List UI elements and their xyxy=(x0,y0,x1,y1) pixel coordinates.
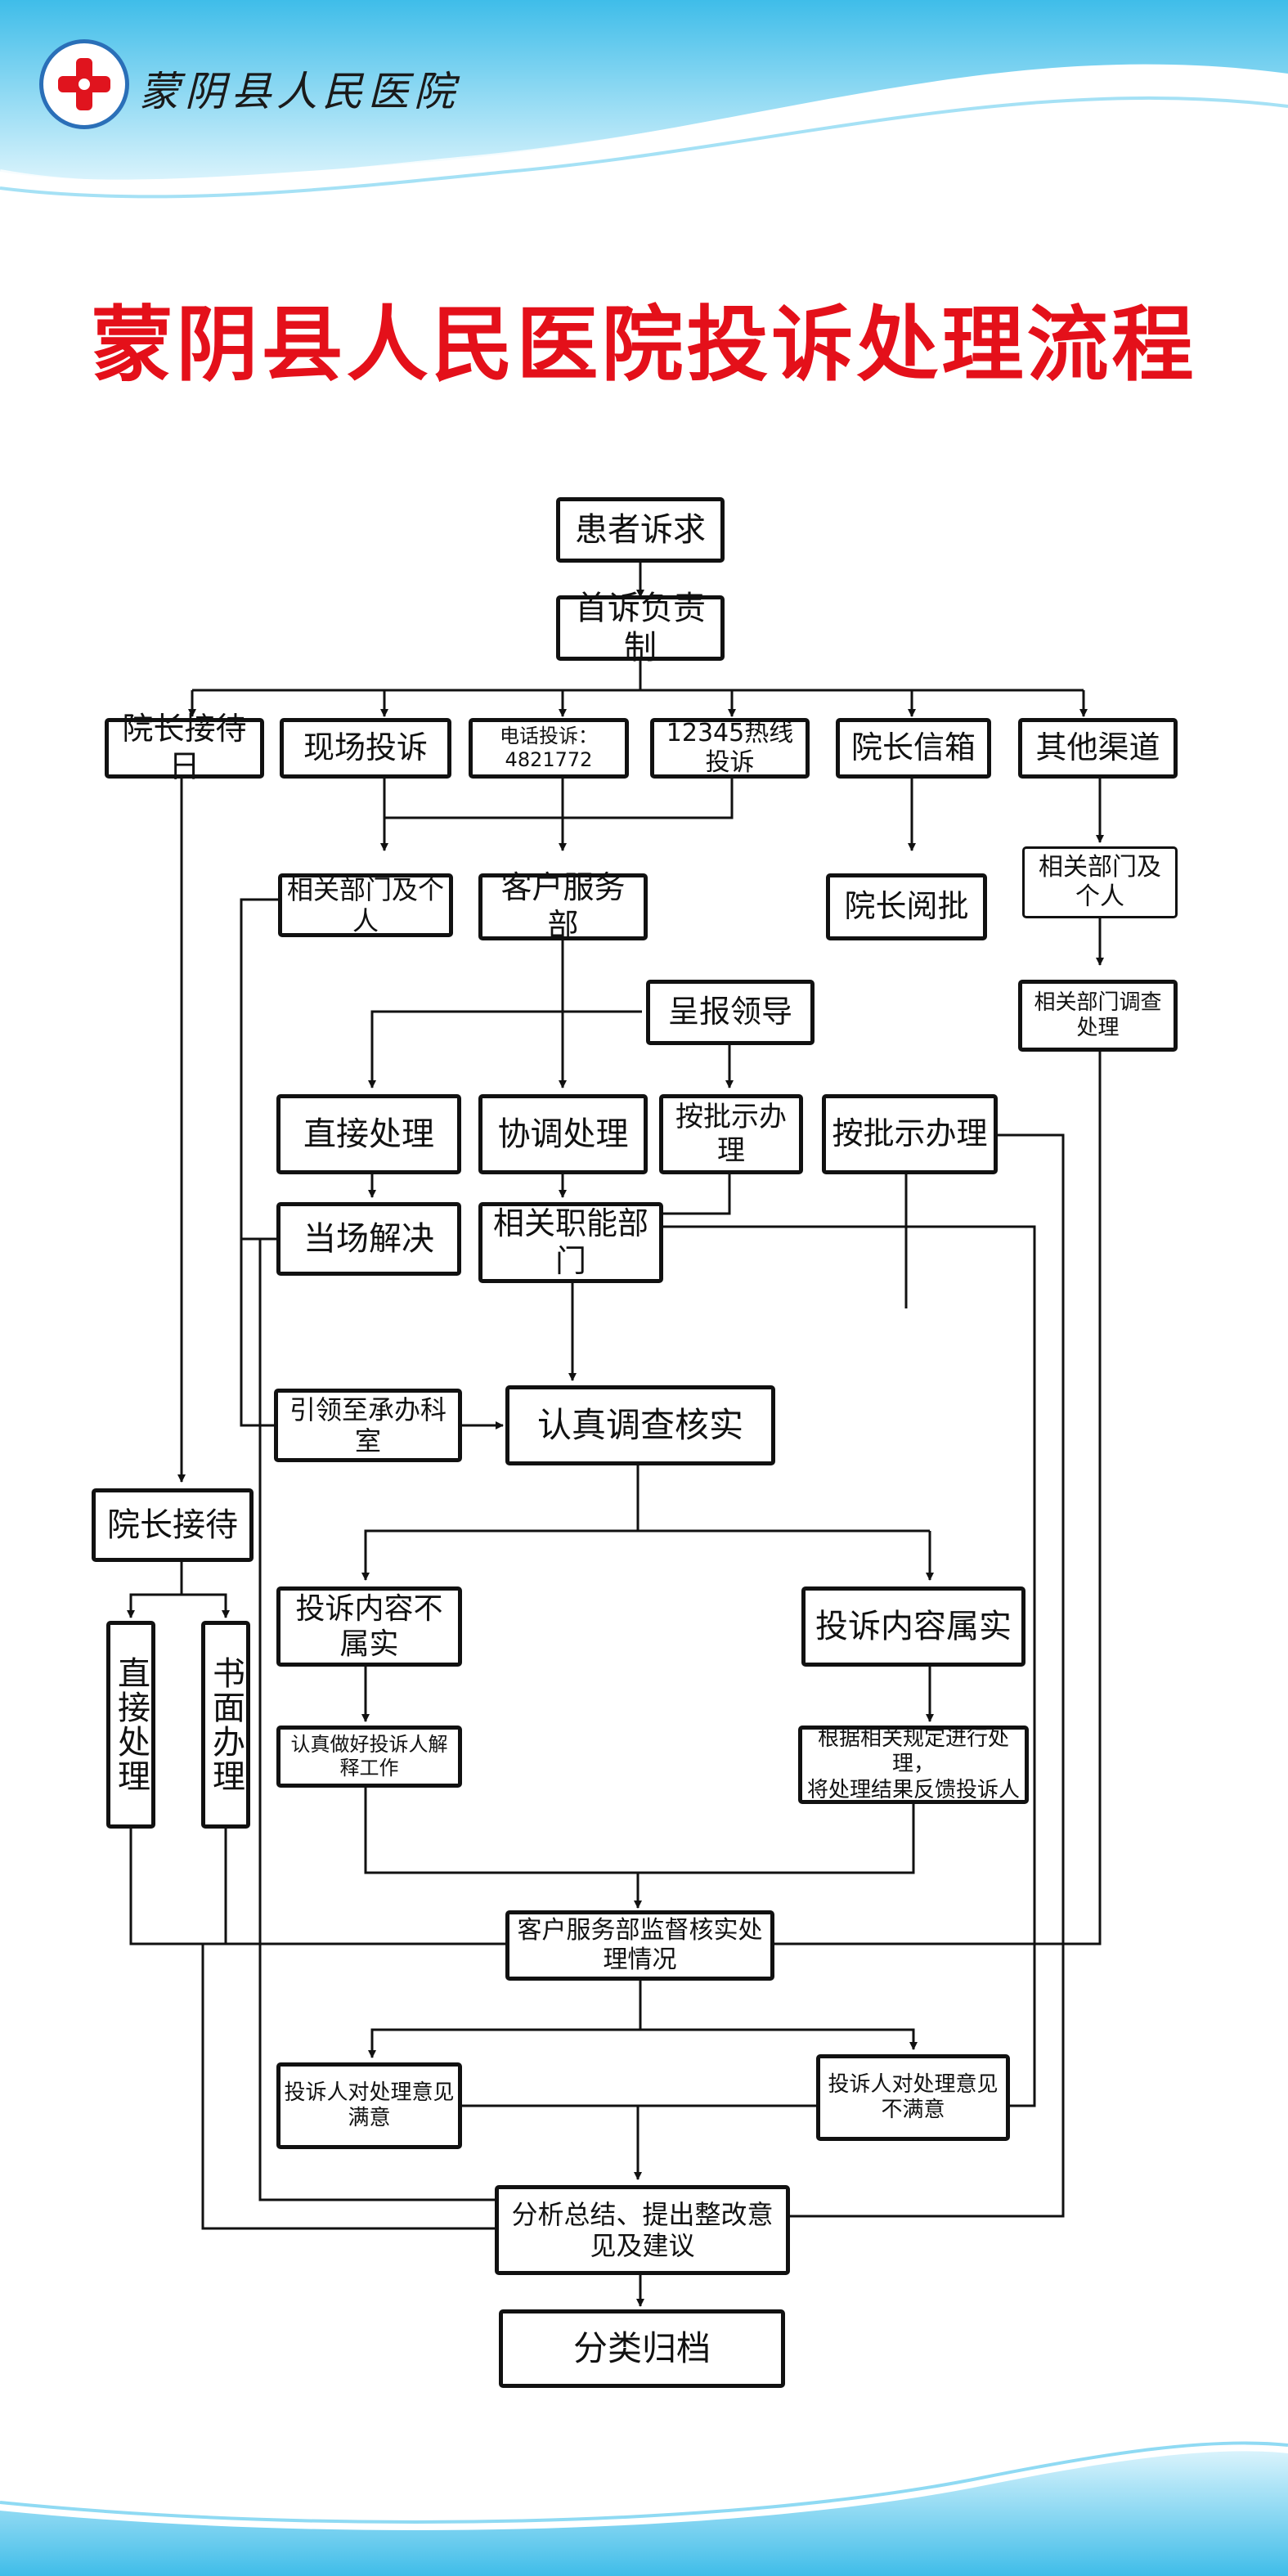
node-functional-dept: 相关职能部门 xyxy=(478,1202,663,1283)
header-wave-background xyxy=(0,0,1288,199)
hospital-logo xyxy=(39,39,129,129)
node-not-true: 投诉内容不属实 xyxy=(276,1586,462,1667)
node-customer-service: 客户服务部 xyxy=(478,869,648,943)
node-first-responsibility: 首诉负责制 xyxy=(556,590,725,666)
node-per-instruction-b: 按批示办理 xyxy=(822,1094,998,1174)
page-title: 蒙阴县人民医院投诉处理流程 xyxy=(91,297,1197,393)
node-phone-complaint: 电话投诉：4821772 xyxy=(469,718,629,779)
node-dissatisfied: 投诉人对处理意见不满意 xyxy=(816,2054,1010,2141)
node-related-dept-person-b: 相关部门及个人 xyxy=(1022,846,1178,918)
node-president-review: 院长阅批 xyxy=(826,873,987,940)
node-handle-feedback: 根据相关规定进行处理， 将处理结果反馈投诉人 xyxy=(798,1726,1029,1804)
node-resolve-onsite: 当场解决 xyxy=(276,1202,461,1276)
node-related-dept-investigate: 相关部门调查处理 xyxy=(1018,980,1178,1052)
node-per-instruction-a: 按批示办理 xyxy=(659,1094,803,1174)
node-direct-handle: 直接处理 xyxy=(276,1094,461,1174)
node-satisfied: 投诉人对处理意见满意 xyxy=(276,2062,462,2149)
node-report-leaders: 呈报领导 xyxy=(646,980,815,1045)
node-other-channels: 其他渠道 xyxy=(1018,718,1178,779)
node-direct-handle-vertical: 直接处理 xyxy=(106,1621,155,1829)
node-summary: 分析总结、提出整改意见及建议 xyxy=(495,2185,790,2275)
node-president-reception: 院长接待 xyxy=(92,1488,254,1562)
node-coordinate-handle: 协调处理 xyxy=(478,1094,648,1174)
node-president-reception-day: 院长接待日 xyxy=(105,711,264,784)
node-written-handle-vertical: 书面办理 xyxy=(201,1621,250,1829)
node-related-dept-person-a: 相关部门及个人 xyxy=(278,873,453,937)
node-verify: 认真调查核实 xyxy=(505,1385,775,1465)
node-supervise: 客户服务部监督核实处理情况 xyxy=(505,1910,774,1981)
node-explain: 认真做好投诉人解释工作 xyxy=(276,1726,462,1788)
node-archive: 分类归档 xyxy=(499,2309,785,2388)
node-patient-appeal: 患者诉求 xyxy=(556,497,725,563)
hospital-name: 蒙阴县人民医院 xyxy=(139,68,460,115)
footer-wave-background xyxy=(0,2441,1288,2576)
node-is-true: 投诉内容属实 xyxy=(801,1586,1025,1667)
node-president-mailbox: 院长信箱 xyxy=(836,718,991,779)
node-onsite-complaint: 现场投诉 xyxy=(280,718,451,779)
node-hotline-12345: 12345热线投诉 xyxy=(650,718,810,779)
node-lead-to-office: 引领至承办科室 xyxy=(274,1389,462,1462)
